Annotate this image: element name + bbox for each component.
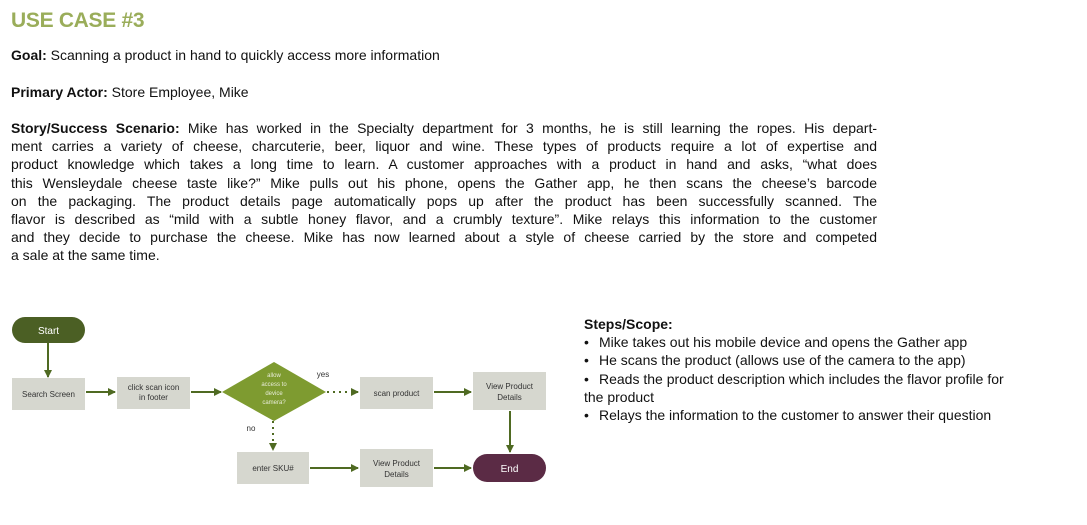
story-line: and they decide to purchase the cheese. …	[11, 229, 877, 246]
story-line: this Wensleydale cheese taste like?” Mik…	[11, 174, 877, 191]
flowchart: Start Search Screen click scan icon in f…	[12, 317, 546, 487]
bullet-icon: •	[584, 370, 589, 387]
click-scan-label-2: in footer	[139, 393, 168, 402]
bullet-icon: •	[584, 407, 589, 424]
decision-label-2: access to	[261, 382, 287, 388]
yes-label: yes	[317, 370, 329, 379]
start-label: Start	[38, 326, 59, 337]
no-label: no	[247, 424, 256, 433]
decision-label-3: device	[265, 391, 283, 397]
decision-node: allow access to device camera?	[222, 362, 326, 421]
decision-label-1: allow	[267, 373, 281, 379]
story-line: product knowledge which takes a long tim…	[11, 156, 877, 173]
search-screen-label: Search Screen	[22, 390, 75, 399]
story-line: ment carries a variety of cheese, charcu…	[11, 138, 877, 155]
actor-text: Store Employee, Mike	[107, 84, 249, 100]
step-item-continuation: the product	[584, 388, 655, 405]
view-details-top-node: View Product Details	[473, 372, 546, 410]
step-item: •Mike takes out his mobile device and op…	[584, 334, 968, 351]
goal-label: Goal:	[11, 47, 47, 63]
actor-label: Primary Actor:	[11, 84, 108, 100]
scan-product-label: scan product	[374, 389, 421, 398]
view-details-bottom-node: View Product Details	[360, 449, 433, 487]
click-scan-label-1: click scan icon	[128, 383, 180, 392]
step-item: •He scans the product (allows use of the…	[584, 352, 966, 369]
steps-scope: Steps/Scope: •Mike takes out his mobile …	[584, 315, 1084, 424]
enter-sku-node: enter SKU#	[237, 452, 309, 484]
bullet-icon: •	[584, 334, 589, 351]
decision-label-4: camera?	[262, 400, 286, 406]
story-line: a sale at the same time.	[11, 247, 160, 264]
view-details-top-label-1: View Product	[486, 382, 534, 391]
view-details-bottom-label-1: View Product	[373, 459, 421, 468]
bullet-icon: •	[584, 352, 589, 369]
enter-sku-label: enter SKU#	[252, 464, 294, 473]
goal-text: Scanning a product in hand to quickly ac…	[46, 47, 440, 63]
goal-line: Goal: Scanning a product in hand to quic…	[11, 46, 440, 64]
actor-line: Primary Actor: Store Employee, Mike	[11, 83, 249, 101]
end-label: End	[501, 464, 519, 475]
step-item: •Reads the product description which inc…	[584, 370, 1004, 387]
click-scan-node: click scan icon in footer	[117, 377, 190, 409]
view-details-top-label-2: Details	[497, 393, 521, 402]
search-screen-node: Search Screen	[12, 378, 85, 410]
view-details-bottom-label-2: Details	[384, 470, 408, 479]
story-label: Story/Success Scenario:	[11, 120, 180, 136]
scan-product-node: scan product	[360, 377, 433, 409]
step-item: •Relays the information to the customer …	[584, 407, 992, 424]
story-line: on the packaging. The product details pa…	[11, 192, 877, 209]
start-node: Start	[12, 317, 85, 343]
end-node: End	[473, 454, 546, 482]
story-paragraph: Story/Success Scenario: Mike has worked …	[11, 119, 877, 265]
steps-heading: Steps/Scope:	[584, 316, 673, 332]
story-line: Story/Success Scenario: Mike has worked …	[11, 120, 877, 136]
page-title: USE CASE #3	[11, 9, 145, 32]
story-line: flavor is described as “mild with a subt…	[11, 211, 877, 228]
